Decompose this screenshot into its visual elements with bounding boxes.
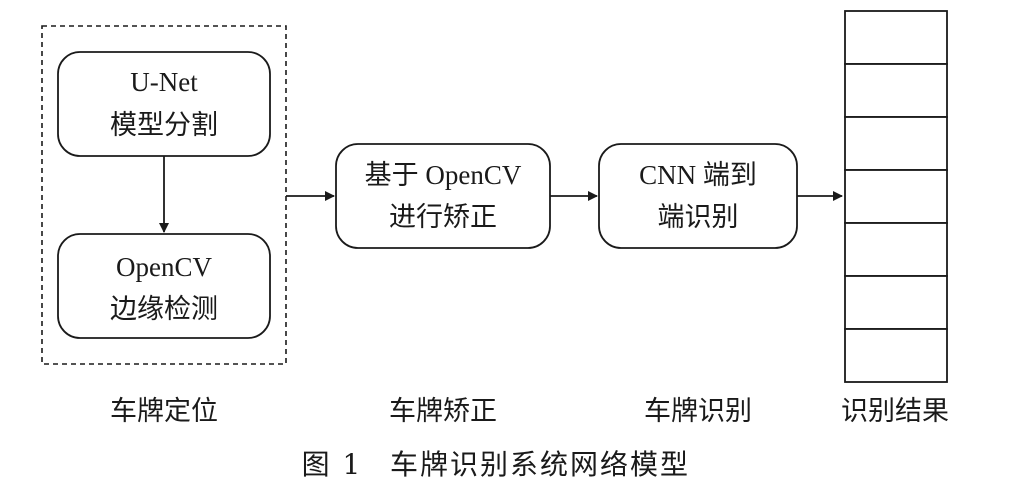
unet-segmentation-node: U-Net 模型分割 [57, 51, 271, 157]
cnn-node-line2: 端识别 [658, 202, 739, 232]
cnn-node-line1: CNN 端到 [639, 160, 757, 190]
opencv-correction-node: 基于 OpenCV 进行矫正 [335, 143, 551, 249]
result-grid-cell [844, 222, 948, 277]
stage-label-correct: 车牌矫正 [389, 396, 497, 427]
unet-node-line1: U-Net [130, 67, 198, 97]
recognition-result-grid [844, 10, 948, 383]
cnn-recognition-node: CNN 端到 端识别 [598, 143, 798, 249]
correct-node-line2: 进行矫正 [389, 202, 497, 232]
correct-node-line1: 基于 OpenCV [365, 160, 522, 190]
locate-group-dashed-border [41, 25, 287, 365]
result-grid-cell [844, 63, 948, 118]
opencv-edge-detection-node: OpenCV 边缘检测 [57, 233, 271, 339]
result-grid-cell [844, 169, 948, 224]
result-grid-cell [844, 328, 948, 383]
figure-number: 图 1 [302, 448, 363, 481]
unet-node-line2: 模型分割 [110, 110, 218, 140]
edge-node-line1: OpenCV [116, 252, 212, 282]
stage-label-result: 识别结果 [841, 396, 949, 427]
result-grid-cell [844, 10, 948, 65]
stage-label-recognize: 车牌识别 [644, 396, 752, 427]
result-grid-cell [844, 275, 948, 330]
stage-label-locate: 车牌定位 [110, 396, 218, 427]
figure-caption: 车牌识别系统网络模型 [390, 448, 690, 481]
edge-node-line2: 边缘检测 [110, 294, 218, 324]
result-grid-cell [844, 116, 948, 171]
